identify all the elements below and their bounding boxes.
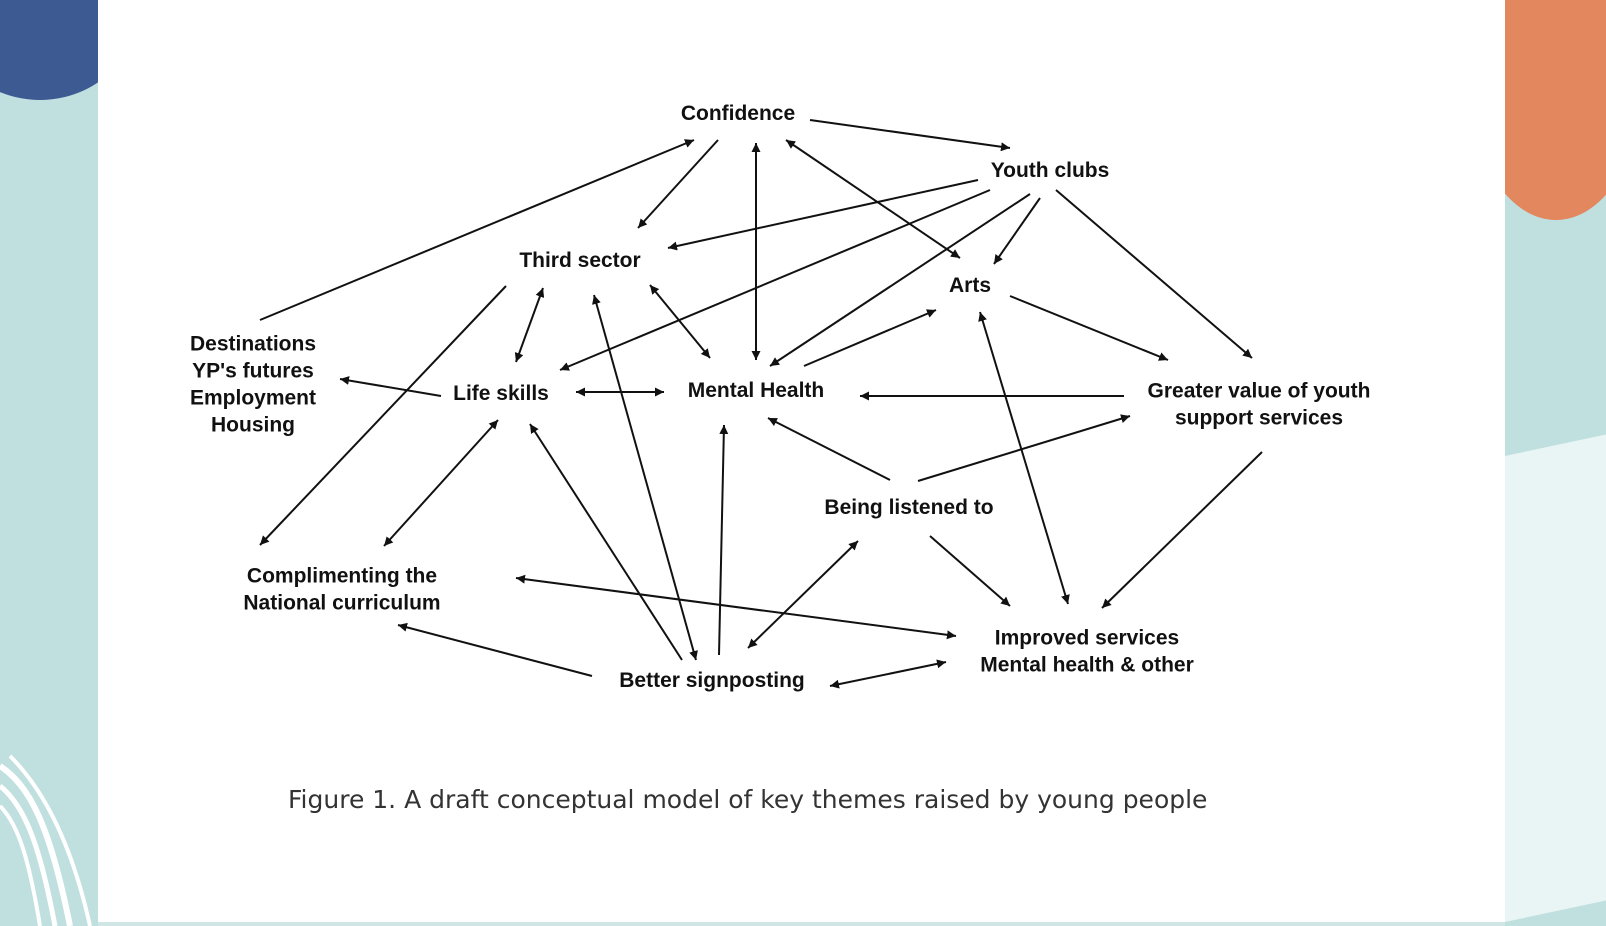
- node-label-line: YP's futures: [192, 360, 314, 383]
- edge-better-signposting-to-being-listened: [747, 540, 859, 649]
- edge-life-skills-to-complimenting: [383, 419, 499, 547]
- edge-youth-clubs-to-arts: [993, 197, 1041, 265]
- edge-third-sector-to-better-signposting: [592, 294, 698, 661]
- edge-mental-health-to-arts: [803, 309, 937, 367]
- edge-third-sector-to-complimenting: [259, 285, 507, 546]
- node-label-line: support services: [1175, 407, 1343, 430]
- edge-youth-clubs-to-life-skills: [559, 189, 991, 371]
- edge-arts-to-improved-services: [978, 311, 1070, 605]
- node-third-sector: Third sector: [519, 249, 640, 272]
- node-label-line: Mental health & other: [980, 654, 1194, 677]
- node-label-line: Greater value of youth: [1148, 380, 1371, 403]
- node-being-listened: Being listened to: [824, 496, 993, 519]
- node-life-skills: Life skills: [453, 382, 549, 405]
- node-label-line: Better signposting: [619, 669, 805, 692]
- edge-being-listened-to-improved-services: [929, 535, 1011, 607]
- edge-confidence-to-third-sector: [637, 139, 719, 229]
- edge-arts-to-greater-value: [1009, 295, 1169, 361]
- node-label-line: Improved services: [995, 627, 1179, 650]
- node-label-line: Mental Health: [688, 379, 825, 402]
- edge-youth-clubs-to-greater-value: [1055, 189, 1253, 359]
- edge-confidence-to-youth-clubs: [809, 119, 1011, 152]
- node-youth-clubs: Youth clubs: [991, 159, 1110, 182]
- node-label-line: Arts: [949, 274, 991, 297]
- edge-better-signposting-to-mental-health: [718, 424, 729, 656]
- edge-better-signposting-to-life-skills: [529, 423, 683, 661]
- node-arts: Arts: [949, 274, 991, 297]
- node-label-line: Destinations: [190, 333, 316, 356]
- edges-layer: [259, 119, 1263, 689]
- edge-life-skills-to-destinations: [339, 376, 442, 397]
- node-label-line: Housing: [211, 414, 295, 437]
- edge-confidence-to-arts: [785, 139, 961, 259]
- node-label-line: Third sector: [519, 249, 640, 272]
- node-label-line: Youth clubs: [991, 159, 1110, 182]
- node-label-line: Being listened to: [824, 496, 993, 519]
- edge-third-sector-to-mental-health: [649, 284, 711, 359]
- edge-youth-clubs-to-third-sector: [667, 179, 979, 251]
- node-better-signposting: Better signposting: [619, 669, 805, 692]
- white-brush-strokes-decoration: [0, 754, 92, 926]
- edge-greater-value-to-improved-services: [1101, 451, 1263, 609]
- bottom-strip: [98, 922, 1505, 926]
- edge-complimenting-to-improved-services: [515, 574, 957, 640]
- edge-being-listened-to-mental-health: [767, 417, 891, 481]
- edge-destinations-to-confidence: [259, 139, 695, 321]
- node-greater-value: Greater value of youth support services: [1148, 380, 1371, 430]
- edge-being-listened-to-greater-value: [917, 414, 1131, 482]
- edge-better-signposting-to-complimenting: [397, 622, 593, 677]
- node-confidence: Confidence: [681, 102, 795, 125]
- figure-caption: Figure 1. A draft conceptual model of ke…: [288, 785, 1208, 814]
- node-label-line: National curriculum: [243, 592, 440, 615]
- node-label-line: Employment: [190, 387, 316, 410]
- node-label-line: Complimenting the: [247, 565, 437, 588]
- edge-youth-clubs-to-mental-health: [769, 193, 1031, 367]
- node-label-line: Life skills: [453, 382, 549, 405]
- edge-better-signposting-to-improved-services: [829, 659, 947, 689]
- node-label-line: Confidence: [681, 102, 795, 125]
- node-mental-health: Mental Health: [688, 379, 825, 402]
- edge-third-sector-to-life-skills: [514, 287, 545, 363]
